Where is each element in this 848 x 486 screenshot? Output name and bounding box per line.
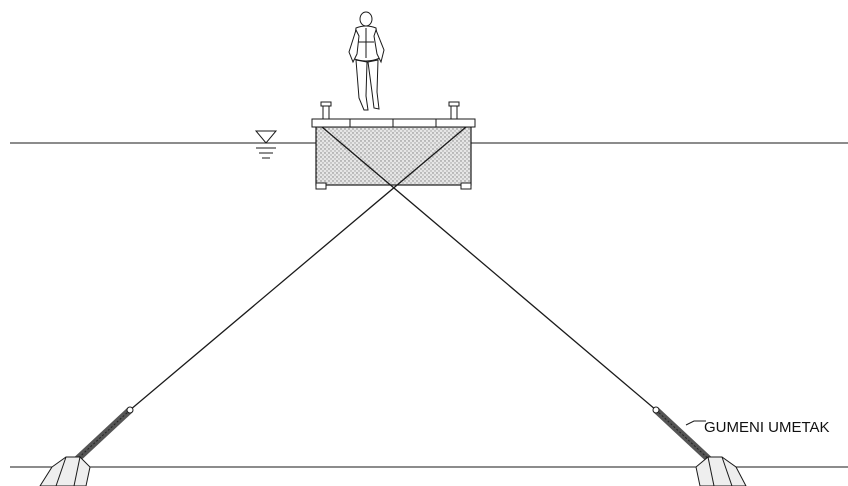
pontoon-float xyxy=(315,126,472,190)
anchor-block-right xyxy=(695,456,747,486)
pontoon-deck xyxy=(311,118,476,128)
person-icon xyxy=(348,11,385,111)
bollard-left xyxy=(320,101,332,120)
anchor-block-left xyxy=(39,456,91,486)
mooring-line-left xyxy=(129,126,467,411)
rubber-insert-label: GUMENI UMETAK xyxy=(704,419,830,436)
water-level-icon xyxy=(254,130,278,159)
mooring-line-right xyxy=(321,126,657,411)
bollard-right xyxy=(448,101,460,120)
label-leader-line xyxy=(685,420,706,426)
